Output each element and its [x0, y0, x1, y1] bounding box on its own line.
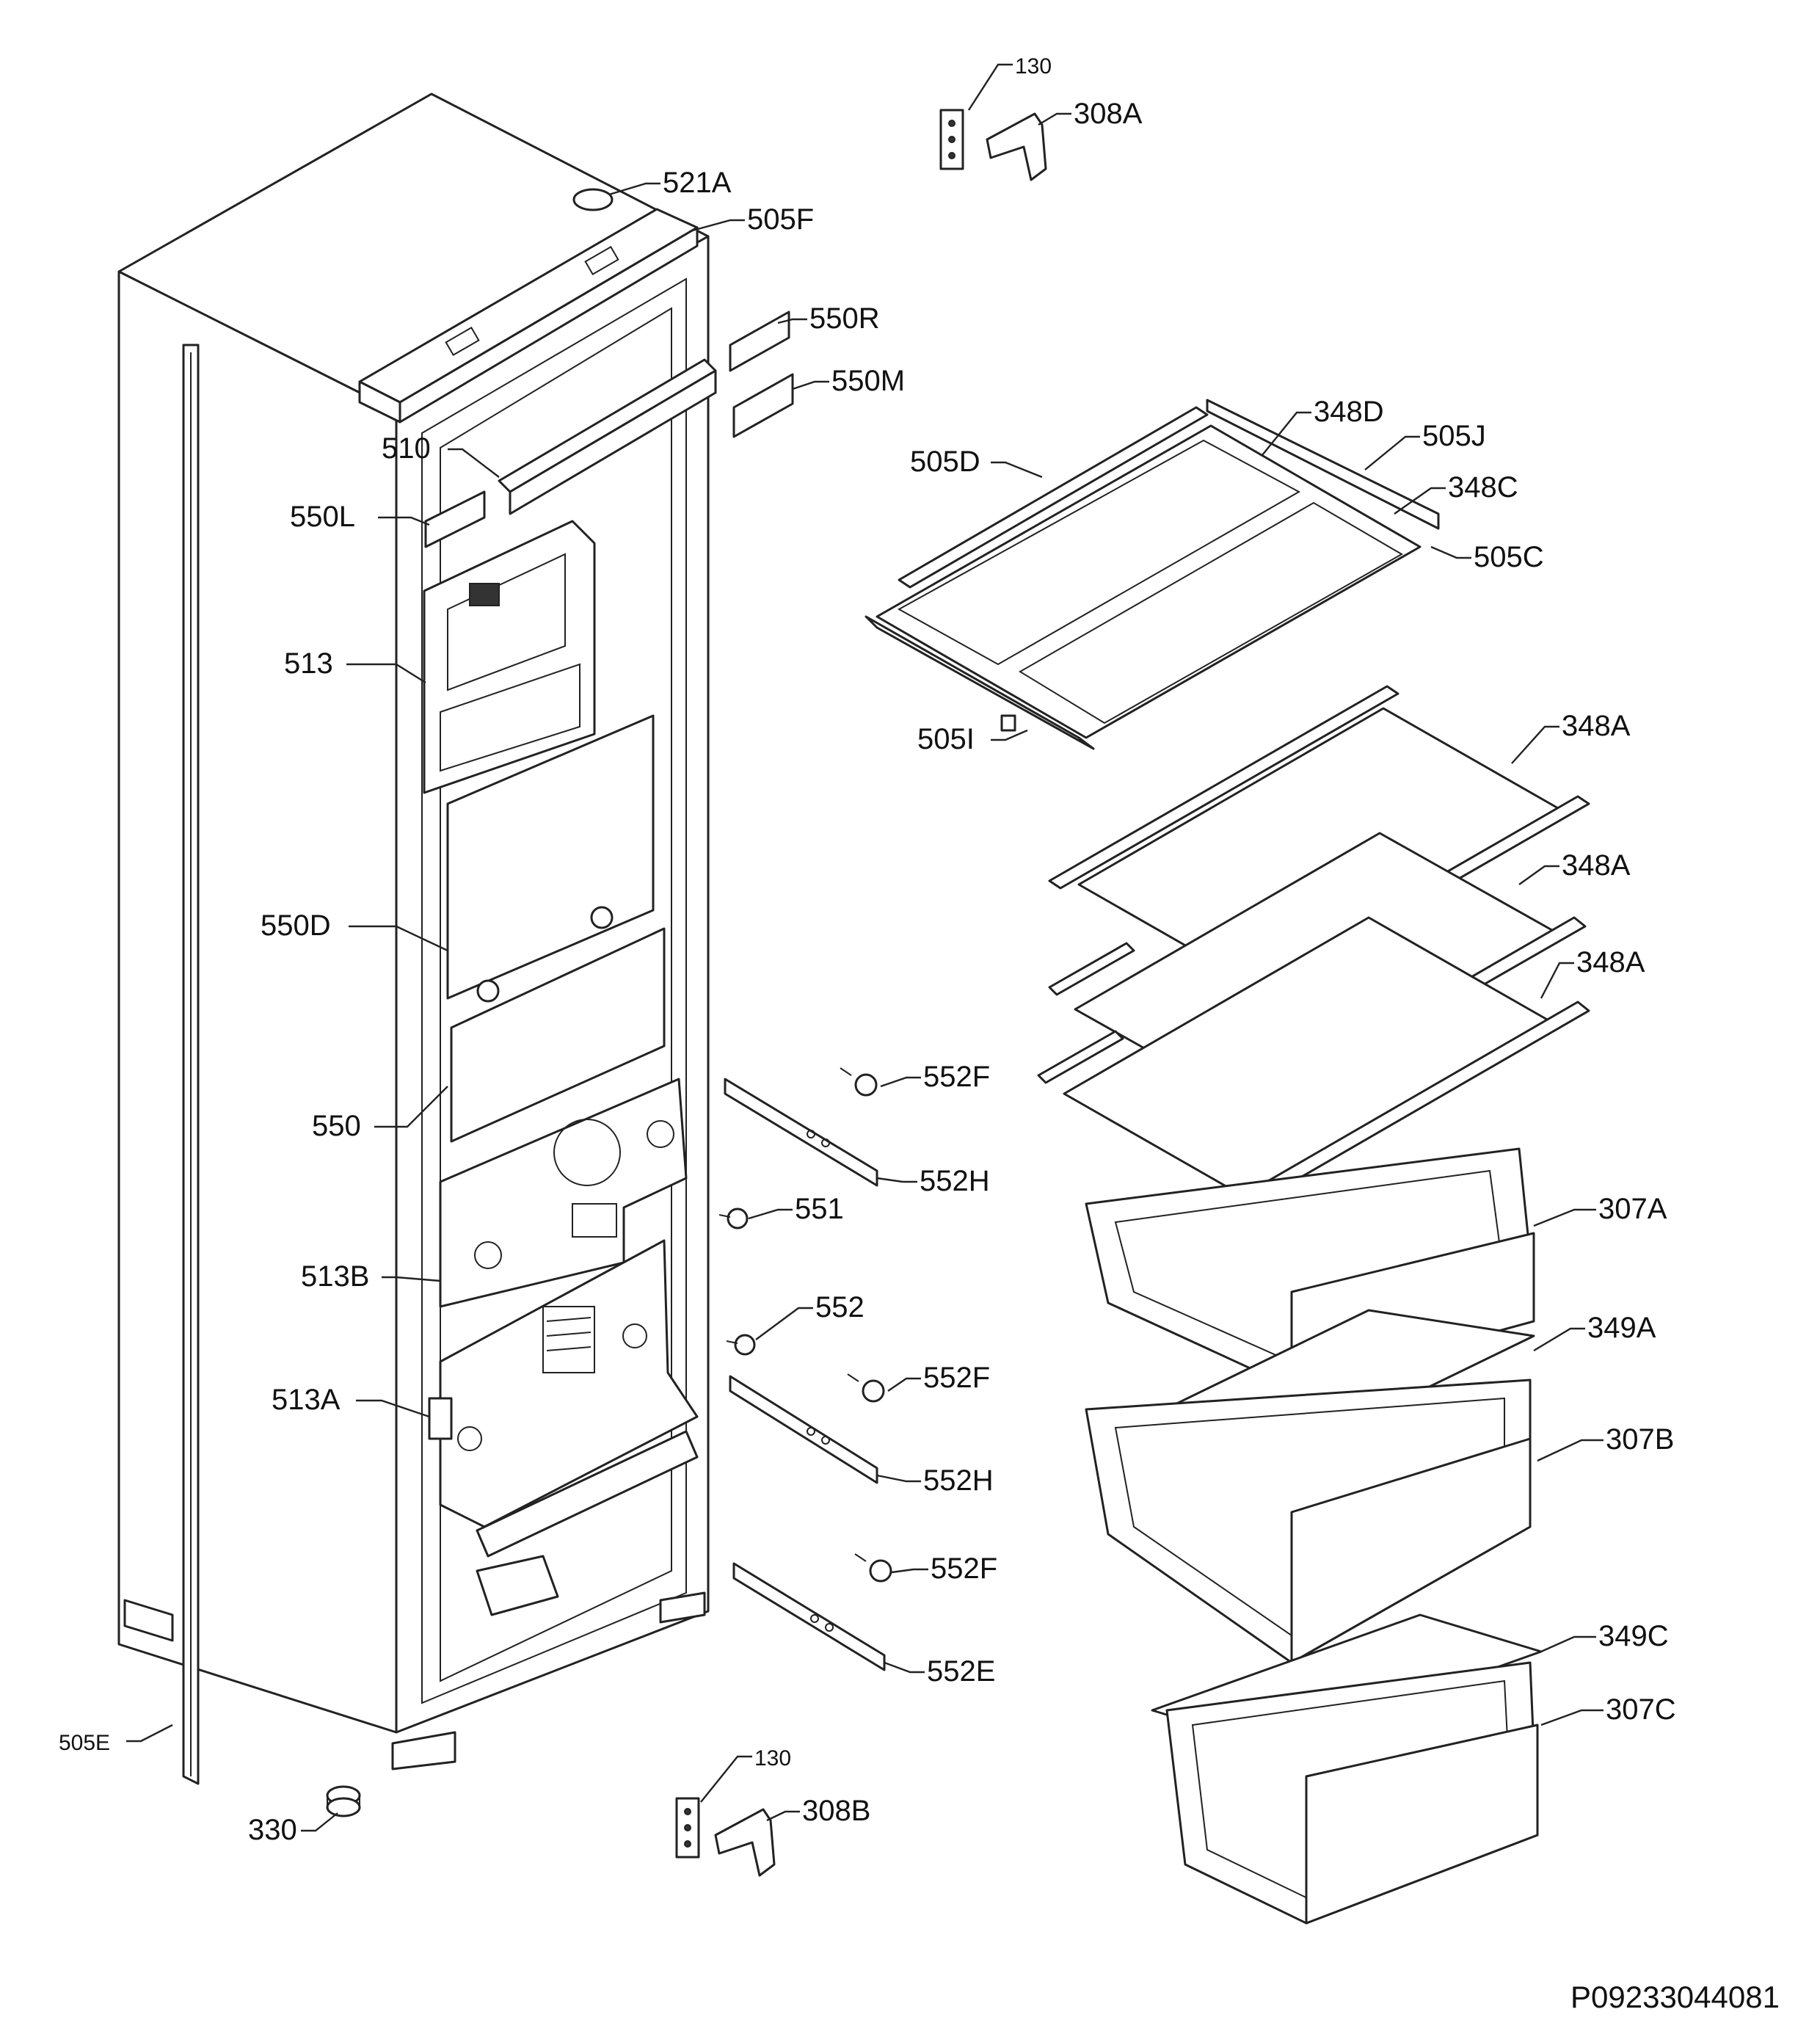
- label-349c: 349C: [1598, 1620, 1669, 1652]
- drip-tray: [476, 1555, 559, 1616]
- label-505j: 505J: [1422, 420, 1486, 452]
- label-307b: 307B: [1606, 1423, 1674, 1456]
- panel-550l: [424, 490, 486, 548]
- bin-door-knob: [590, 906, 614, 929]
- label-513: 513: [284, 647, 333, 680]
- label-348a-2: 348A: [1562, 849, 1631, 882]
- pin: [718, 1207, 749, 1230]
- light-rail: [498, 358, 717, 515]
- label-505f: 505F: [747, 203, 814, 236]
- door-seal-strip: [182, 344, 200, 1785]
- label-552h-1: 552H: [920, 1165, 990, 1197]
- label-513a: 513A: [272, 1384, 341, 1416]
- control-housing: [423, 520, 596, 794]
- label-308b: 308B: [802, 1795, 870, 1827]
- top-cap: [572, 188, 614, 211]
- panel-550r: [729, 310, 790, 372]
- label-348c: 348C: [1448, 471, 1518, 504]
- label-307c: 307C: [1606, 1693, 1676, 1726]
- label-130-bottom: 130: [754, 1746, 791, 1770]
- label-552f-3: 552F: [931, 1552, 997, 1585]
- part-labels: 130 308A 521A 505F 550R 550M 510 550L 34…: [59, 54, 1676, 1846]
- hinge-bottom: [675, 1797, 776, 1877]
- bin-door-knob: [476, 979, 500, 1003]
- crisper-drawer-c: [1165, 1661, 1539, 1925]
- label-552h-2: 552H: [923, 1464, 994, 1497]
- dispenser-housing: [428, 1239, 699, 1558]
- label-330: 330: [248, 1814, 297, 1846]
- label-505e: 505E: [59, 1731, 110, 1755]
- label-307a: 307A: [1598, 1193, 1667, 1225]
- glass-shelf-3: [1037, 916, 1590, 1203]
- crisper-drawer-b: [1085, 1379, 1532, 1664]
- label-552e: 552E: [927, 1655, 995, 1688]
- label-130-top: 130: [1015, 54, 1052, 79]
- panel-550m: [732, 373, 794, 438]
- screw: [840, 1067, 878, 1097]
- label-550r: 550R: [809, 302, 880, 335]
- foot-330: [326, 1785, 361, 1817]
- label-552: 552: [815, 1291, 864, 1323]
- rail-middle: [729, 1375, 878, 1484]
- label-550m: 550M: [831, 365, 905, 397]
- screw: [854, 1553, 892, 1583]
- label-552f-2: 552F: [923, 1362, 990, 1394]
- label-348d: 348D: [1314, 396, 1384, 428]
- label-349a: 349A: [1587, 1312, 1656, 1344]
- rail-lower: [732, 1562, 886, 1671]
- hinge-top: [939, 109, 1047, 181]
- shelf-top-assembly: [864, 399, 1440, 750]
- top-frame-cover: [358, 208, 699, 424]
- label-505i: 505I: [917, 723, 975, 755]
- pin: [726, 1334, 756, 1356]
- label-348a-1: 348A: [1562, 710, 1631, 742]
- label-348a-3: 348A: [1576, 946, 1645, 978]
- label-510: 510: [382, 432, 431, 465]
- label-505d: 505D: [910, 446, 980, 478]
- label-552f-1: 552F: [923, 1061, 990, 1093]
- label-551: 551: [795, 1193, 844, 1225]
- leader-lines: [126, 63, 1604, 1832]
- label-308a: 308A: [1074, 98, 1143, 130]
- cabinet: [117, 92, 710, 1770]
- label-550: 550: [312, 1110, 361, 1142]
- label-550d: 550D: [261, 909, 331, 942]
- document-code: P09233044081: [1570, 1980, 1780, 2014]
- label-550l: 550L: [290, 501, 355, 533]
- label-521a: 521A: [663, 167, 732, 199]
- screw: [847, 1373, 885, 1403]
- bin-door-lower: [450, 927, 666, 1143]
- label-505c: 505C: [1474, 541, 1544, 573]
- rail-upper: [724, 1078, 878, 1187]
- ice-bin-housing: [439, 1078, 688, 1308]
- label-513b: 513B: [301, 1260, 369, 1293]
